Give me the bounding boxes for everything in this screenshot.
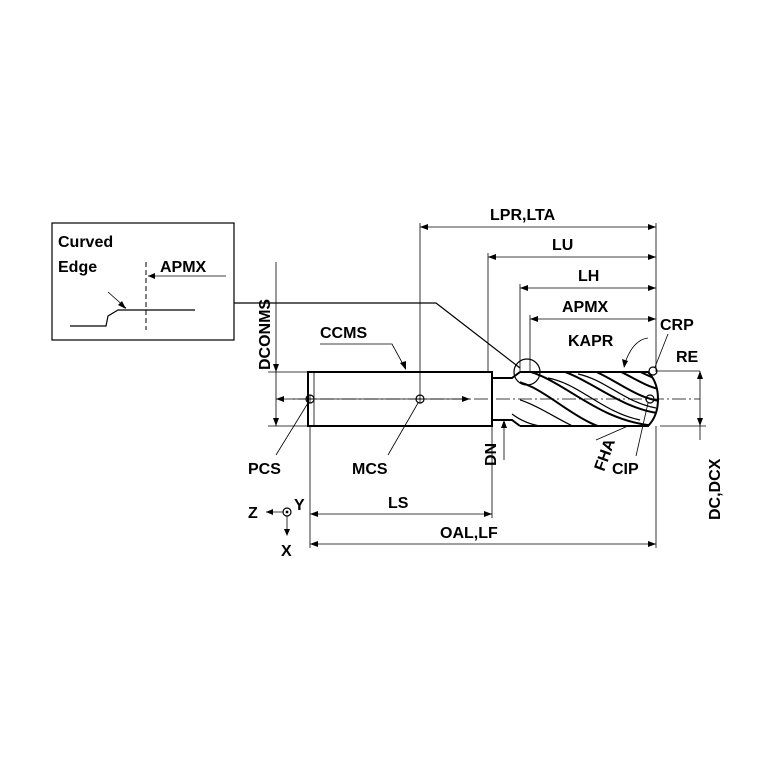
dim-lpr-lta: LPR,LTA: [420, 207, 656, 230]
ccms-axis-arrow: [462, 396, 470, 402]
label-dn: DN: [483, 443, 500, 466]
flute-tail: [511, 413, 541, 427]
label-re: RE: [676, 349, 699, 366]
dim-oal-lf: OAL,LF: [310, 525, 656, 547]
pcs-leader: [275, 402, 309, 456]
label-dconms: DCONMS: [257, 299, 274, 370]
cip-marker: [645, 394, 655, 404]
label-ccms: CCMS: [320, 325, 367, 342]
label-lh: LH: [578, 268, 599, 285]
inset-title-line2: Edge: [58, 259, 97, 276]
dim-lu: LU: [488, 237, 656, 260]
label-oal-lf: OAL,LF: [440, 525, 498, 542]
crp-leader: [654, 333, 669, 368]
inset-title-line1: Curved: [58, 234, 113, 251]
inset-curved-edge-profile: [70, 309, 195, 327]
flutes: [520, 372, 658, 426]
ccms-callout: CCMS: [320, 325, 406, 370]
dim-dconms: DCONMS: [257, 262, 308, 427]
detail-leader: [234, 302, 521, 369]
label-ls: LS: [388, 495, 409, 512]
label-cip: CIP: [612, 461, 639, 478]
neck-top: [492, 371, 521, 379]
label-lpr-lta: LPR,LTA: [490, 207, 556, 224]
label-mcs: MCS: [352, 461, 388, 478]
label-lu: LU: [552, 237, 573, 254]
inset-apmx-arrow: [148, 273, 155, 279]
tool-axis-arrow: [276, 396, 284, 402]
inset-apmx-label: APMX: [160, 259, 207, 276]
cip-leader: [635, 402, 649, 457]
dim-dc-dcx: DC,DCX: [660, 371, 724, 520]
dim-kapr: KAPR: [568, 333, 649, 368]
coordinate-system: Z Y X: [248, 497, 305, 560]
fha-line: [595, 425, 629, 441]
curved-edge-inset: Curved Edge APMX: [51, 222, 235, 341]
dim-ls: LS: [310, 495, 492, 517]
dim-dn: DN: [483, 420, 507, 466]
label-pcs: PCS: [248, 461, 281, 478]
label-dc-dcx: DC,DCX: [707, 458, 724, 520]
mcs-leader: [387, 402, 419, 456]
end-mill-body: [307, 371, 660, 427]
axis-z-label: Z: [248, 505, 258, 522]
axis-x-label: X: [281, 543, 292, 560]
label-kapr: KAPR: [568, 333, 614, 350]
dim-apmx: APMX: [530, 299, 656, 322]
neck-bottom: [492, 419, 521, 427]
label-apmx: APMX: [562, 299, 609, 316]
inset-pointer-arrow: [118, 301, 126, 309]
inset-frame: [51, 222, 235, 341]
label-crp: CRP: [660, 317, 694, 334]
dim-lh: LH: [520, 268, 656, 291]
axis-y-label: Y: [294, 497, 305, 514]
